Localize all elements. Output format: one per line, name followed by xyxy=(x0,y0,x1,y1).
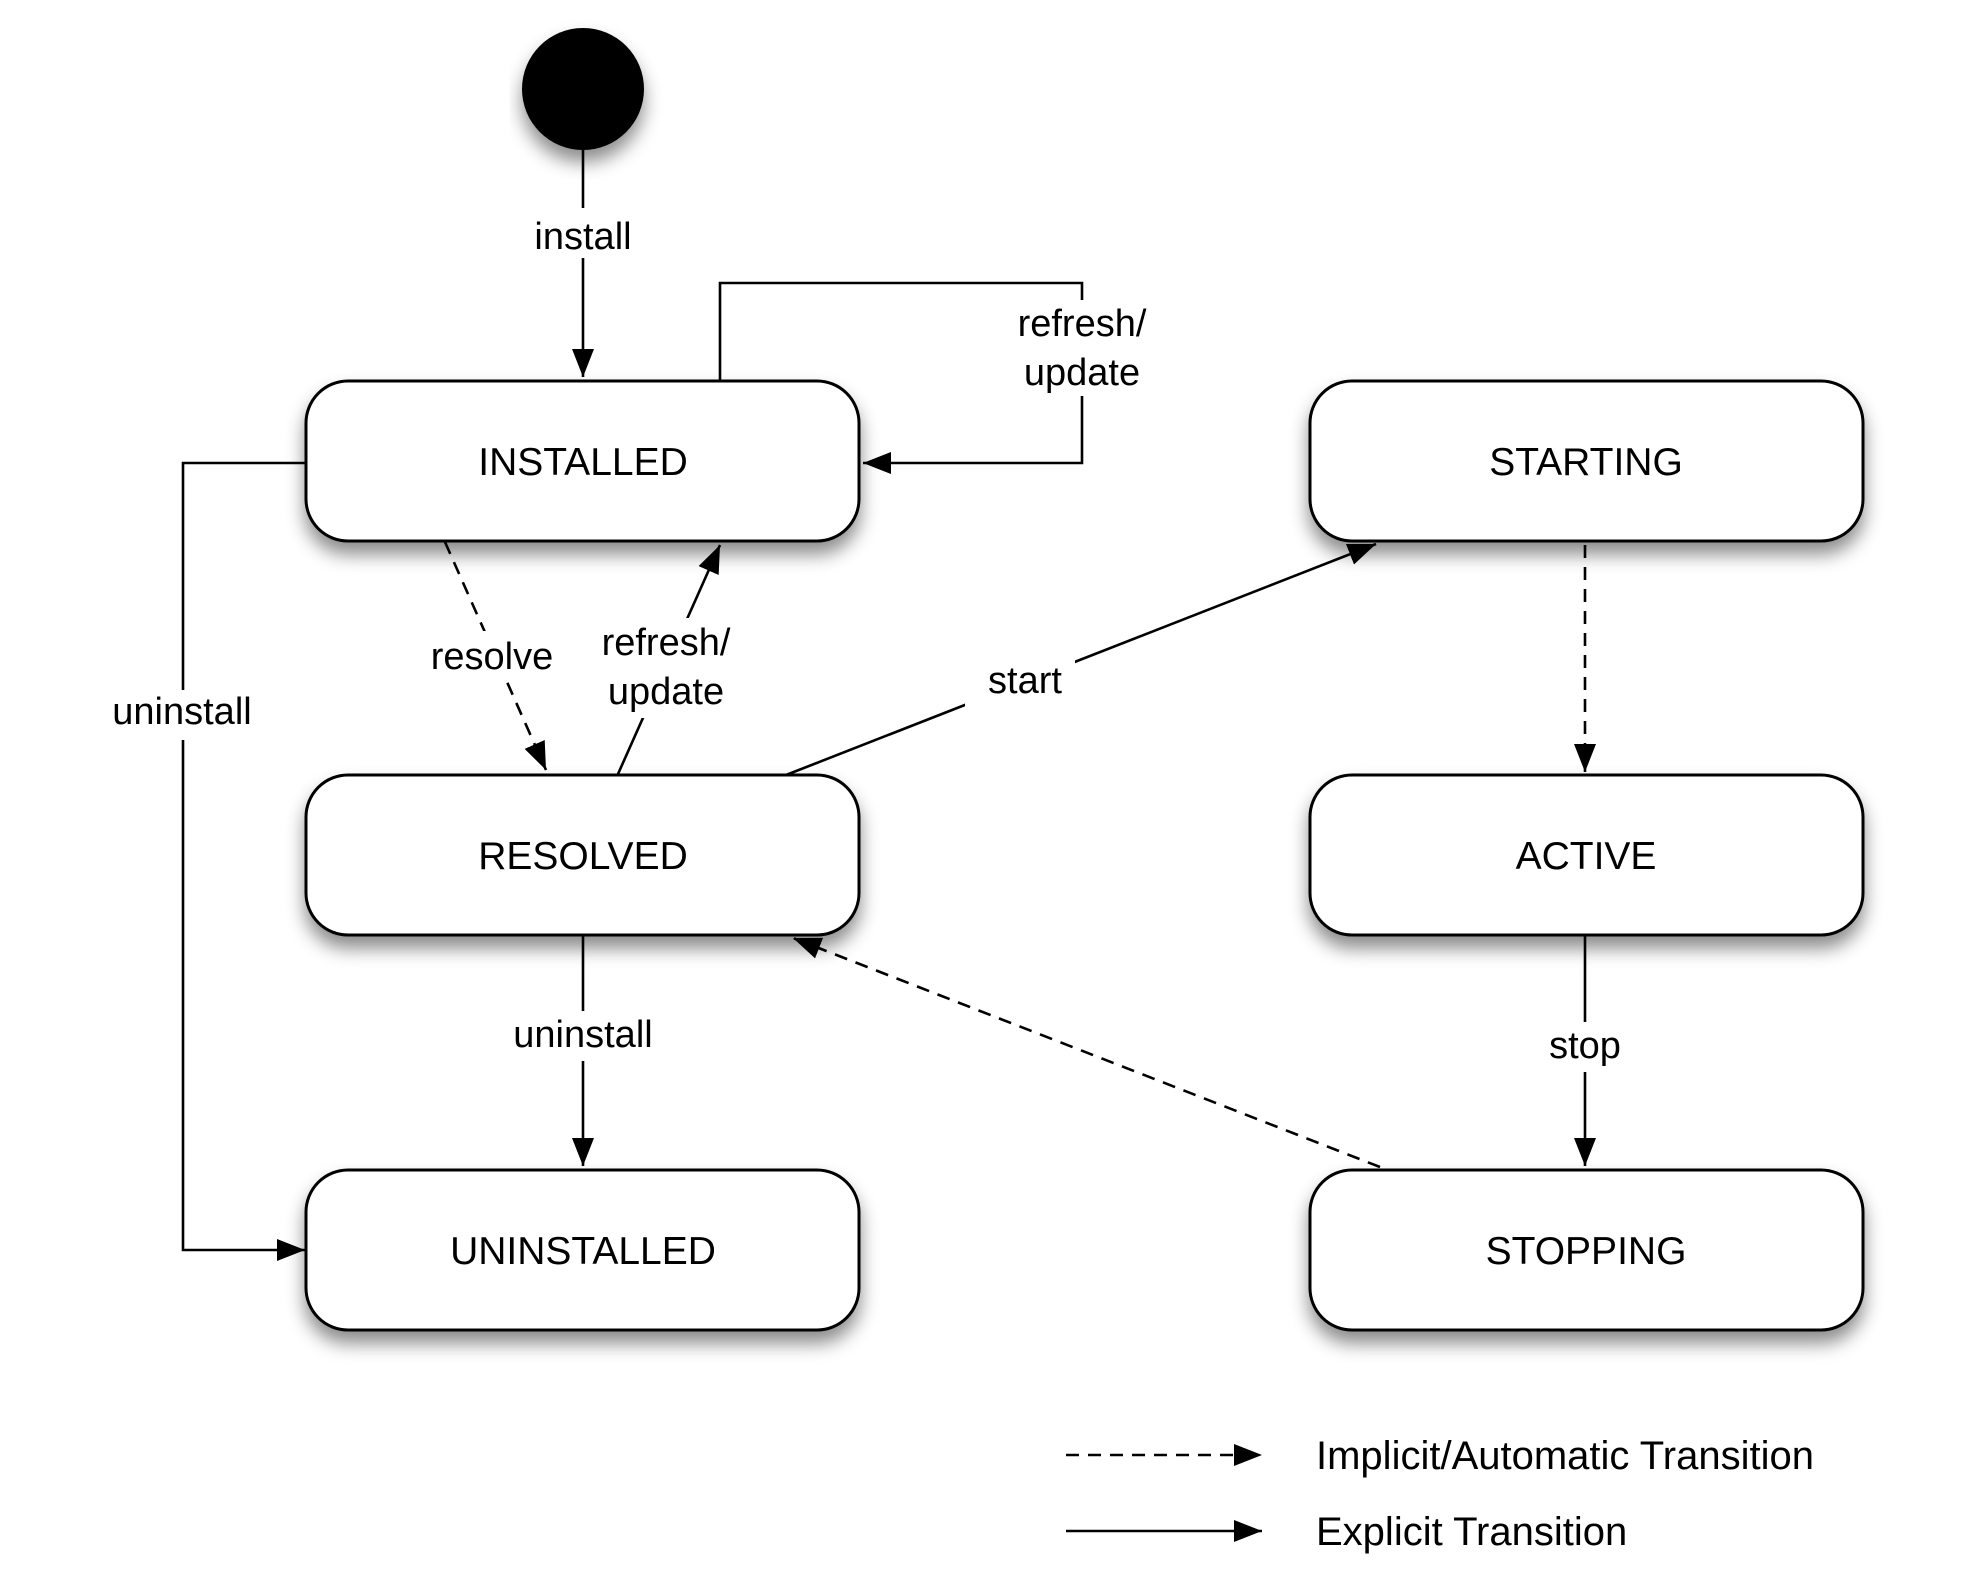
state-stopping-label: STOPPING xyxy=(1486,1230,1687,1273)
stopping-to-resolved-transition xyxy=(792,936,1381,1169)
state-installed-label: INSTALLED xyxy=(478,441,688,484)
refresh-self-label-line2: update xyxy=(1024,352,1140,394)
legend-explicit-label: Explicit Transition xyxy=(1316,1510,1627,1554)
start-transition xyxy=(785,542,1377,777)
state-stopping: STOPPING xyxy=(1308,1168,1865,1332)
resolve-transition xyxy=(443,541,548,771)
state-uninstalled-label: UNINSTALLED xyxy=(450,1230,716,1273)
legend-implicit-label: Implicit/Automatic Transition xyxy=(1316,1434,1814,1478)
refresh-back-label-line1: refresh/ xyxy=(602,622,731,664)
install-label: install xyxy=(534,216,631,258)
resolve-label: resolve xyxy=(431,636,554,678)
refresh-update-self-transition xyxy=(718,281,1084,474)
state-starting: STARTING xyxy=(1308,379,1865,543)
uninstall-installed-transition xyxy=(181,461,306,1261)
state-uninstalled: UNINSTALLED xyxy=(304,1168,861,1332)
legend: Implicit/Automatic Transition Explicit T… xyxy=(1066,1434,1814,1554)
state-starting-label: STARTING xyxy=(1489,441,1683,484)
refresh-self-label-line1: refresh/ xyxy=(1018,303,1147,345)
state-installed: INSTALLED xyxy=(304,379,861,543)
initial-state-node xyxy=(522,28,644,150)
stop-label: stop xyxy=(1549,1025,1621,1067)
state-resolved-label: RESOLVED xyxy=(478,835,688,878)
uninstall-resolved-label: uninstall xyxy=(513,1014,652,1056)
uninstall-left-label: uninstall xyxy=(112,691,251,733)
state-resolved: RESOLVED xyxy=(304,773,861,937)
state-active: ACTIVE xyxy=(1308,773,1865,937)
refresh-back-label-line2: update xyxy=(608,671,724,713)
start-label: start xyxy=(988,660,1062,702)
state-active-label: ACTIVE xyxy=(1516,835,1657,878)
